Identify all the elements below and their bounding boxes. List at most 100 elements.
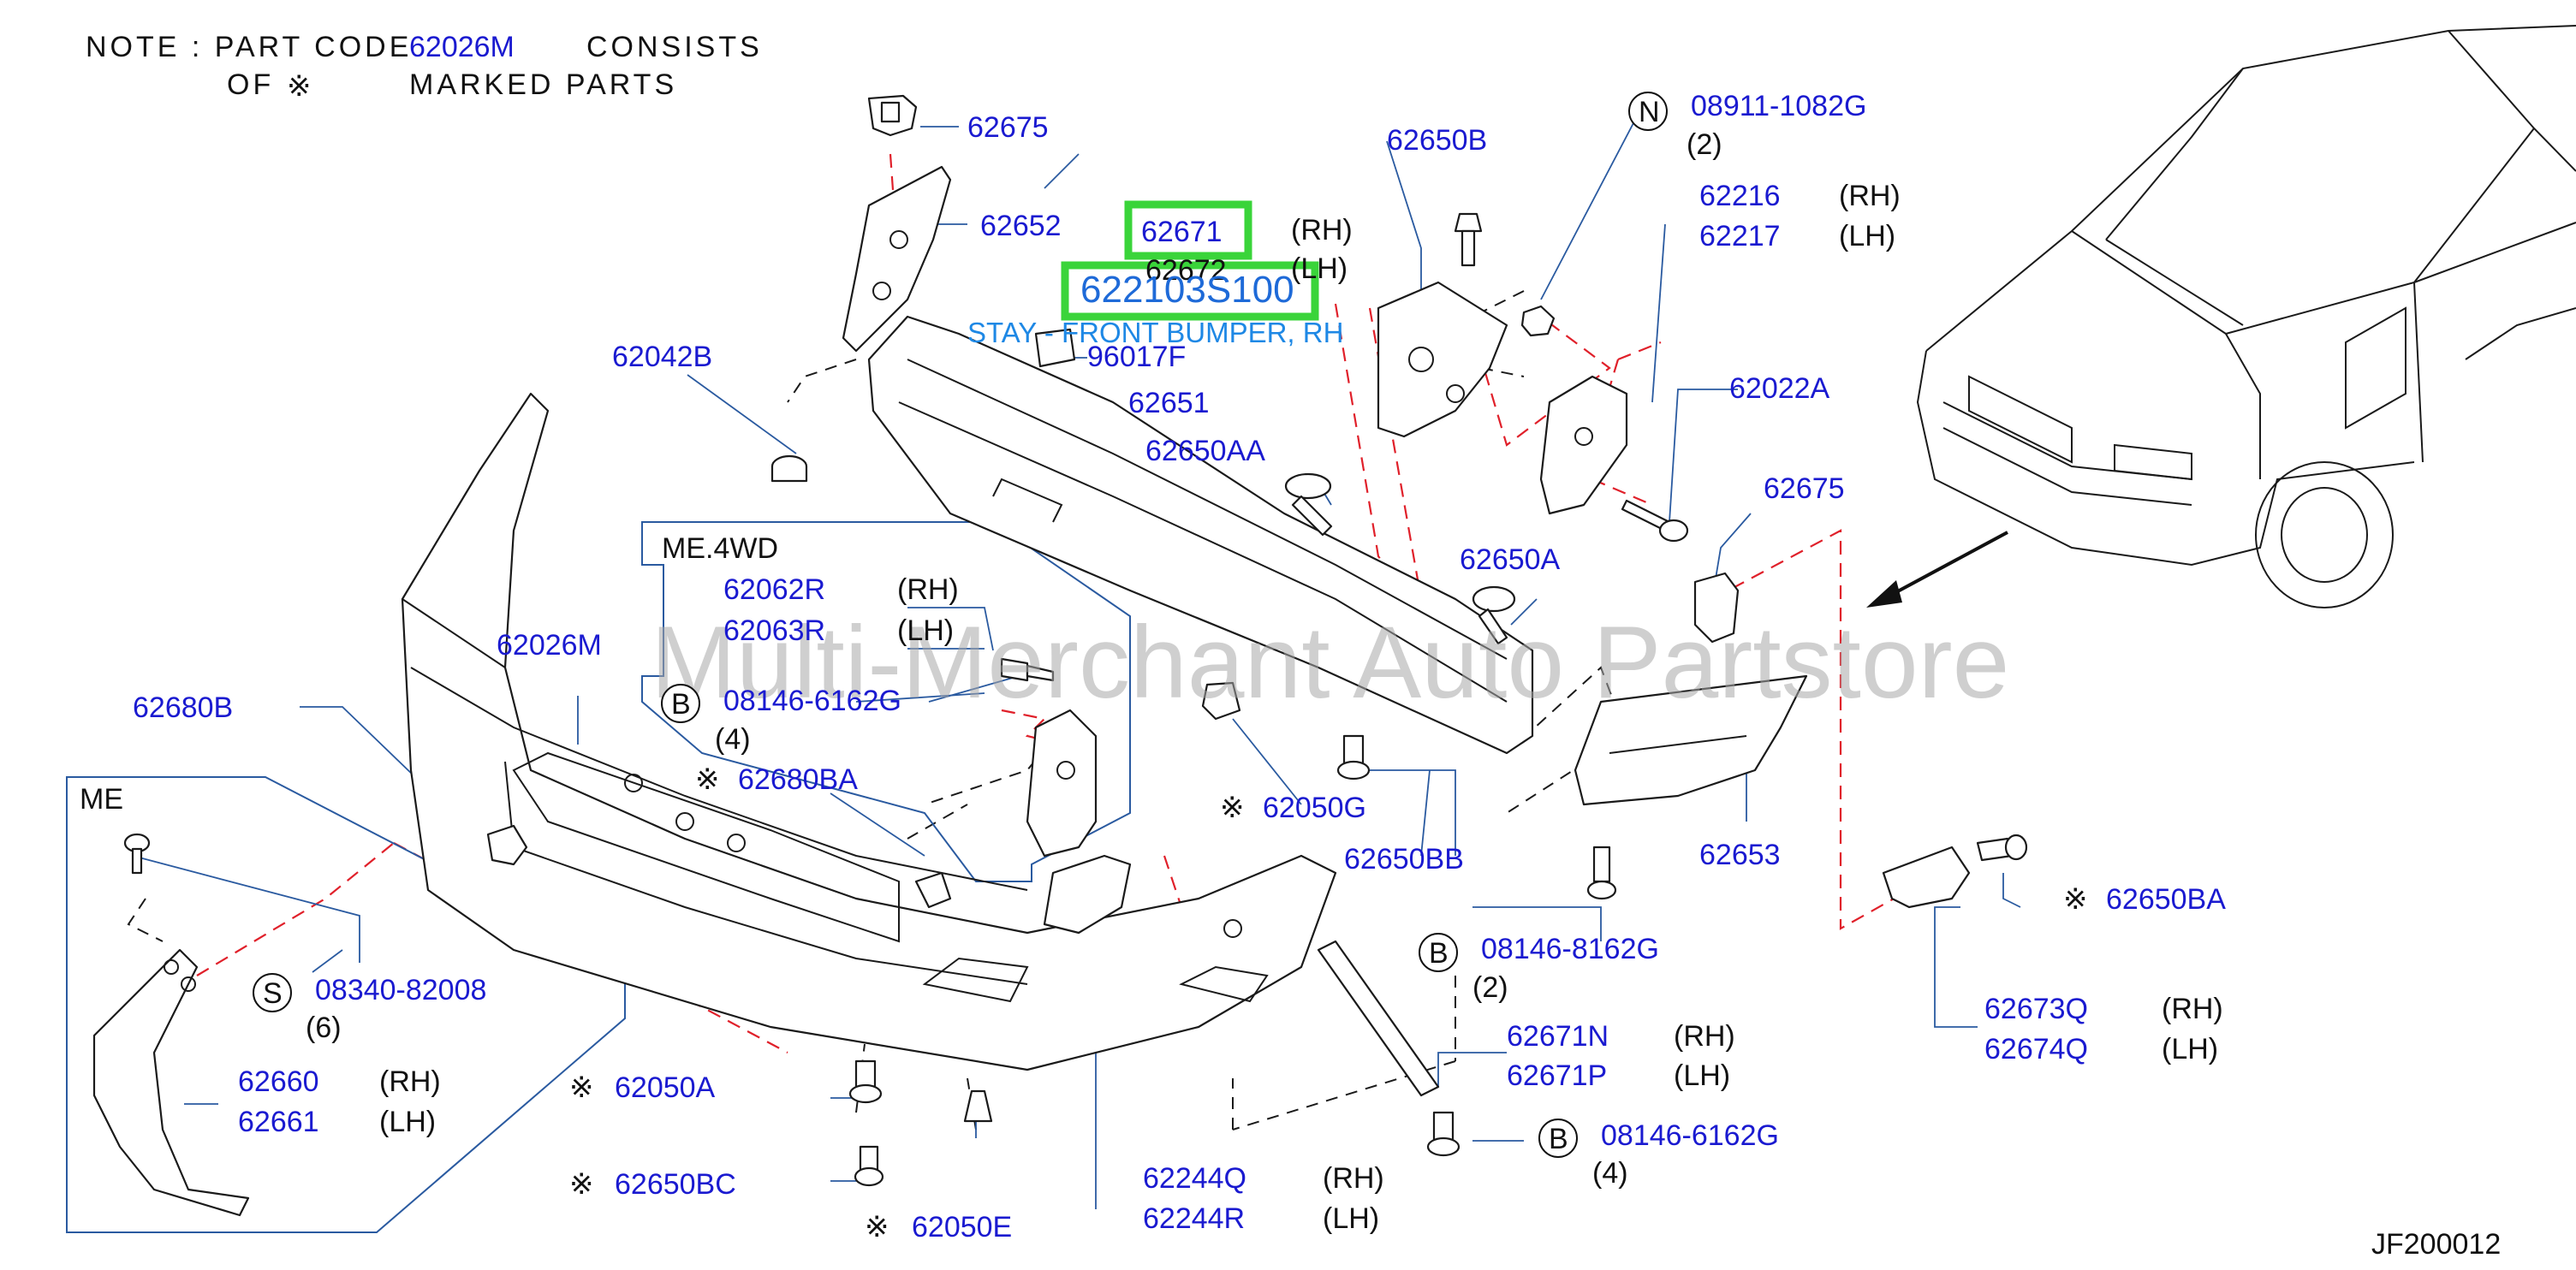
label-62063r[interactable]: 62063R: [723, 614, 825, 647]
mark-symbol-icon: ※: [287, 70, 312, 103]
part-62651-reinforcement[interactable]: [867, 315, 1534, 755]
label-62650ba[interactable]: 62650BA: [2106, 883, 2226, 916]
label-62217[interactable]: 62217: [1699, 220, 1781, 252]
label-62675-top[interactable]: 62675: [967, 111, 1049, 144]
part-08340-screw[interactable]: [123, 833, 151, 875]
part-08146-bolt-me4wd[interactable]: [1000, 657, 1055, 682]
label-62042b[interactable]: 62042B: [612, 341, 712, 373]
label-62674q[interactable]: 62674Q: [1984, 1033, 2088, 1065]
label-62216[interactable]: 62216: [1699, 180, 1781, 212]
label-62661-side: (LH): [379, 1106, 436, 1138]
part-62022a-bolt[interactable]: [1621, 499, 1689, 543]
part-62216-bracket[interactable]: [1539, 375, 1628, 515]
label-08146-8162g[interactable]: 08146-8162G: [1481, 933, 1659, 965]
mark-62650ba-icon: ※: [2063, 883, 2088, 916]
part-96017f-clip[interactable]: [1034, 328, 1076, 368]
label-08911[interactable]: 08911-1082G: [1691, 90, 1866, 122]
part-62050e-clip[interactable]: [963, 1089, 993, 1123]
label-62050e[interactable]: 62050E: [912, 1211, 1012, 1243]
label-62062r[interactable]: 62062R: [723, 573, 825, 606]
label-62244q[interactable]: 62244Q: [1143, 1162, 1246, 1195]
part-62650aa-bolt[interactable]: [1284, 472, 1333, 537]
part-62050g-clip[interactable]: [1201, 681, 1241, 721]
part-62660-mudguard[interactable]: [92, 948, 250, 1217]
part-62650a-bolt[interactable]: [1472, 585, 1516, 645]
label-62026m[interactable]: 62026M: [497, 629, 602, 662]
part-62673q-hinge[interactable]: [1882, 846, 1971, 909]
label-62653[interactable]: 62653: [1699, 839, 1781, 871]
part-62652-bracket[interactable]: [842, 165, 952, 353]
label-62651[interactable]: 62651: [1128, 387, 1210, 419]
part-62026m-bumper[interactable]: [401, 392, 1337, 1071]
part-62653-corner-cover[interactable]: [1574, 674, 1808, 806]
part-62680b-clip[interactable]: [486, 824, 528, 866]
mark-62050a-icon: ※: [569, 1071, 594, 1104]
circle-s-icon: S: [253, 973, 292, 1012]
label-62650b[interactable]: 62650B: [1387, 124, 1487, 157]
label-08146-8162g-qty: (2): [1472, 971, 1508, 1004]
circle-b-icon-3: B: [1538, 1119, 1578, 1158]
part-labels: 62675 62652 62671 (RH) 62672 (LH) 622103…: [80, 90, 2501, 1261]
label-62680b[interactable]: 62680B: [133, 691, 233, 724]
label-08146-me4wd[interactable]: 08146-6162G: [723, 685, 901, 717]
part-08146-bolt-lower[interactable]: [1426, 1111, 1461, 1157]
label-96017f[interactable]: 96017F: [1087, 341, 1186, 373]
part-62650b-bolt[interactable]: [1454, 212, 1483, 267]
part-08146-8162g-bolt[interactable]: [1586, 846, 1617, 900]
label-62671[interactable]: 62671: [1141, 216, 1223, 248]
circle-n-icon: N: [1628, 92, 1668, 131]
label-62660[interactable]: 62660: [238, 1065, 319, 1098]
label-62650bc[interactable]: 62650BC: [615, 1168, 736, 1201]
part-62650bc-bolt[interactable]: [854, 1145, 884, 1187]
label-62244q-side: (RH): [1323, 1162, 1384, 1195]
label-08340[interactable]: 08340-82008: [315, 974, 486, 1006]
label-62680ba[interactable]: 62680BA: [738, 763, 858, 796]
part-08911-nut[interactable]: [1520, 305, 1556, 337]
note-line2-suffix: MARKED PARTS: [409, 68, 677, 101]
mark-62050g-icon: ※: [1220, 792, 1245, 824]
label-62050a[interactable]: 62050A: [615, 1071, 716, 1104]
label-08340-qty: (6): [306, 1012, 342, 1044]
label-62671n[interactable]: 62671N: [1507, 1020, 1609, 1053]
label-62650bb[interactable]: 62650BB: [1344, 843, 1464, 875]
part-62062r-bracket[interactable]: [1026, 709, 1098, 858]
label-62022a[interactable]: 62022A: [1729, 372, 1830, 405]
note-block: NOTE : PART CODE 62026M CONSISTS OF ※ MA…: [86, 31, 763, 103]
part-62244q-bracket[interactable]: [1043, 854, 1132, 935]
part-62050a-bolt[interactable]: [848, 1059, 883, 1104]
svg-text:B: B: [1429, 937, 1449, 970]
label-62671p[interactable]: 62671P: [1507, 1059, 1607, 1092]
part-62650ba-bolt[interactable]: [1976, 834, 2028, 862]
part-62680ba-clip[interactable]: [914, 871, 952, 909]
label-62661[interactable]: 62661: [238, 1106, 319, 1138]
label-08911-qty: (2): [1687, 128, 1722, 161]
label-62660-side: (RH): [379, 1065, 441, 1098]
selected-part-code[interactable]: 622103S100: [1080, 269, 1294, 311]
svg-text:N: N: [1639, 96, 1660, 128]
note-line2-prefix: OF: [227, 68, 274, 101]
label-62652[interactable]: 62652: [980, 210, 1062, 242]
part-62671n-rod[interactable]: [1317, 940, 1440, 1097]
note-line1-prefix: NOTE : PART CODE: [86, 31, 412, 63]
part-62042b-nut[interactable]: [770, 454, 808, 483]
note-line1-suffix: CONSISTS: [586, 31, 763, 63]
label-62675-right[interactable]: 62675: [1764, 472, 1845, 505]
part-62650bb-bolt[interactable]: [1336, 734, 1371, 780]
label-62672-side: (LH): [1291, 252, 1347, 285]
part-62675-right-clip[interactable]: [1693, 572, 1740, 644]
label-62050g[interactable]: 62050G: [1263, 792, 1366, 824]
label-62063r-side: (LH): [897, 614, 954, 647]
highlight-box-part: [1124, 200, 1252, 260]
label-62672[interactable]: 62672: [1145, 254, 1227, 287]
label-62244r[interactable]: 62244R: [1143, 1202, 1245, 1235]
part-62675-top-clip[interactable]: [867, 94, 918, 137]
circle-b-icon: B: [661, 684, 700, 723]
part-62671-stay[interactable]: [1377, 281, 1508, 438]
assembly-lines: [127, 153, 1910, 1131]
label-62650aa[interactable]: 62650AA: [1145, 435, 1265, 467]
note-part-code[interactable]: 62026M: [409, 31, 515, 63]
label-08146-lower[interactable]: 08146-6162G: [1601, 1119, 1779, 1152]
label-62650a[interactable]: 62650A: [1460, 543, 1561, 576]
label-62671p-side: (LH): [1674, 1059, 1730, 1092]
label-62673q[interactable]: 62673Q: [1984, 993, 2088, 1025]
